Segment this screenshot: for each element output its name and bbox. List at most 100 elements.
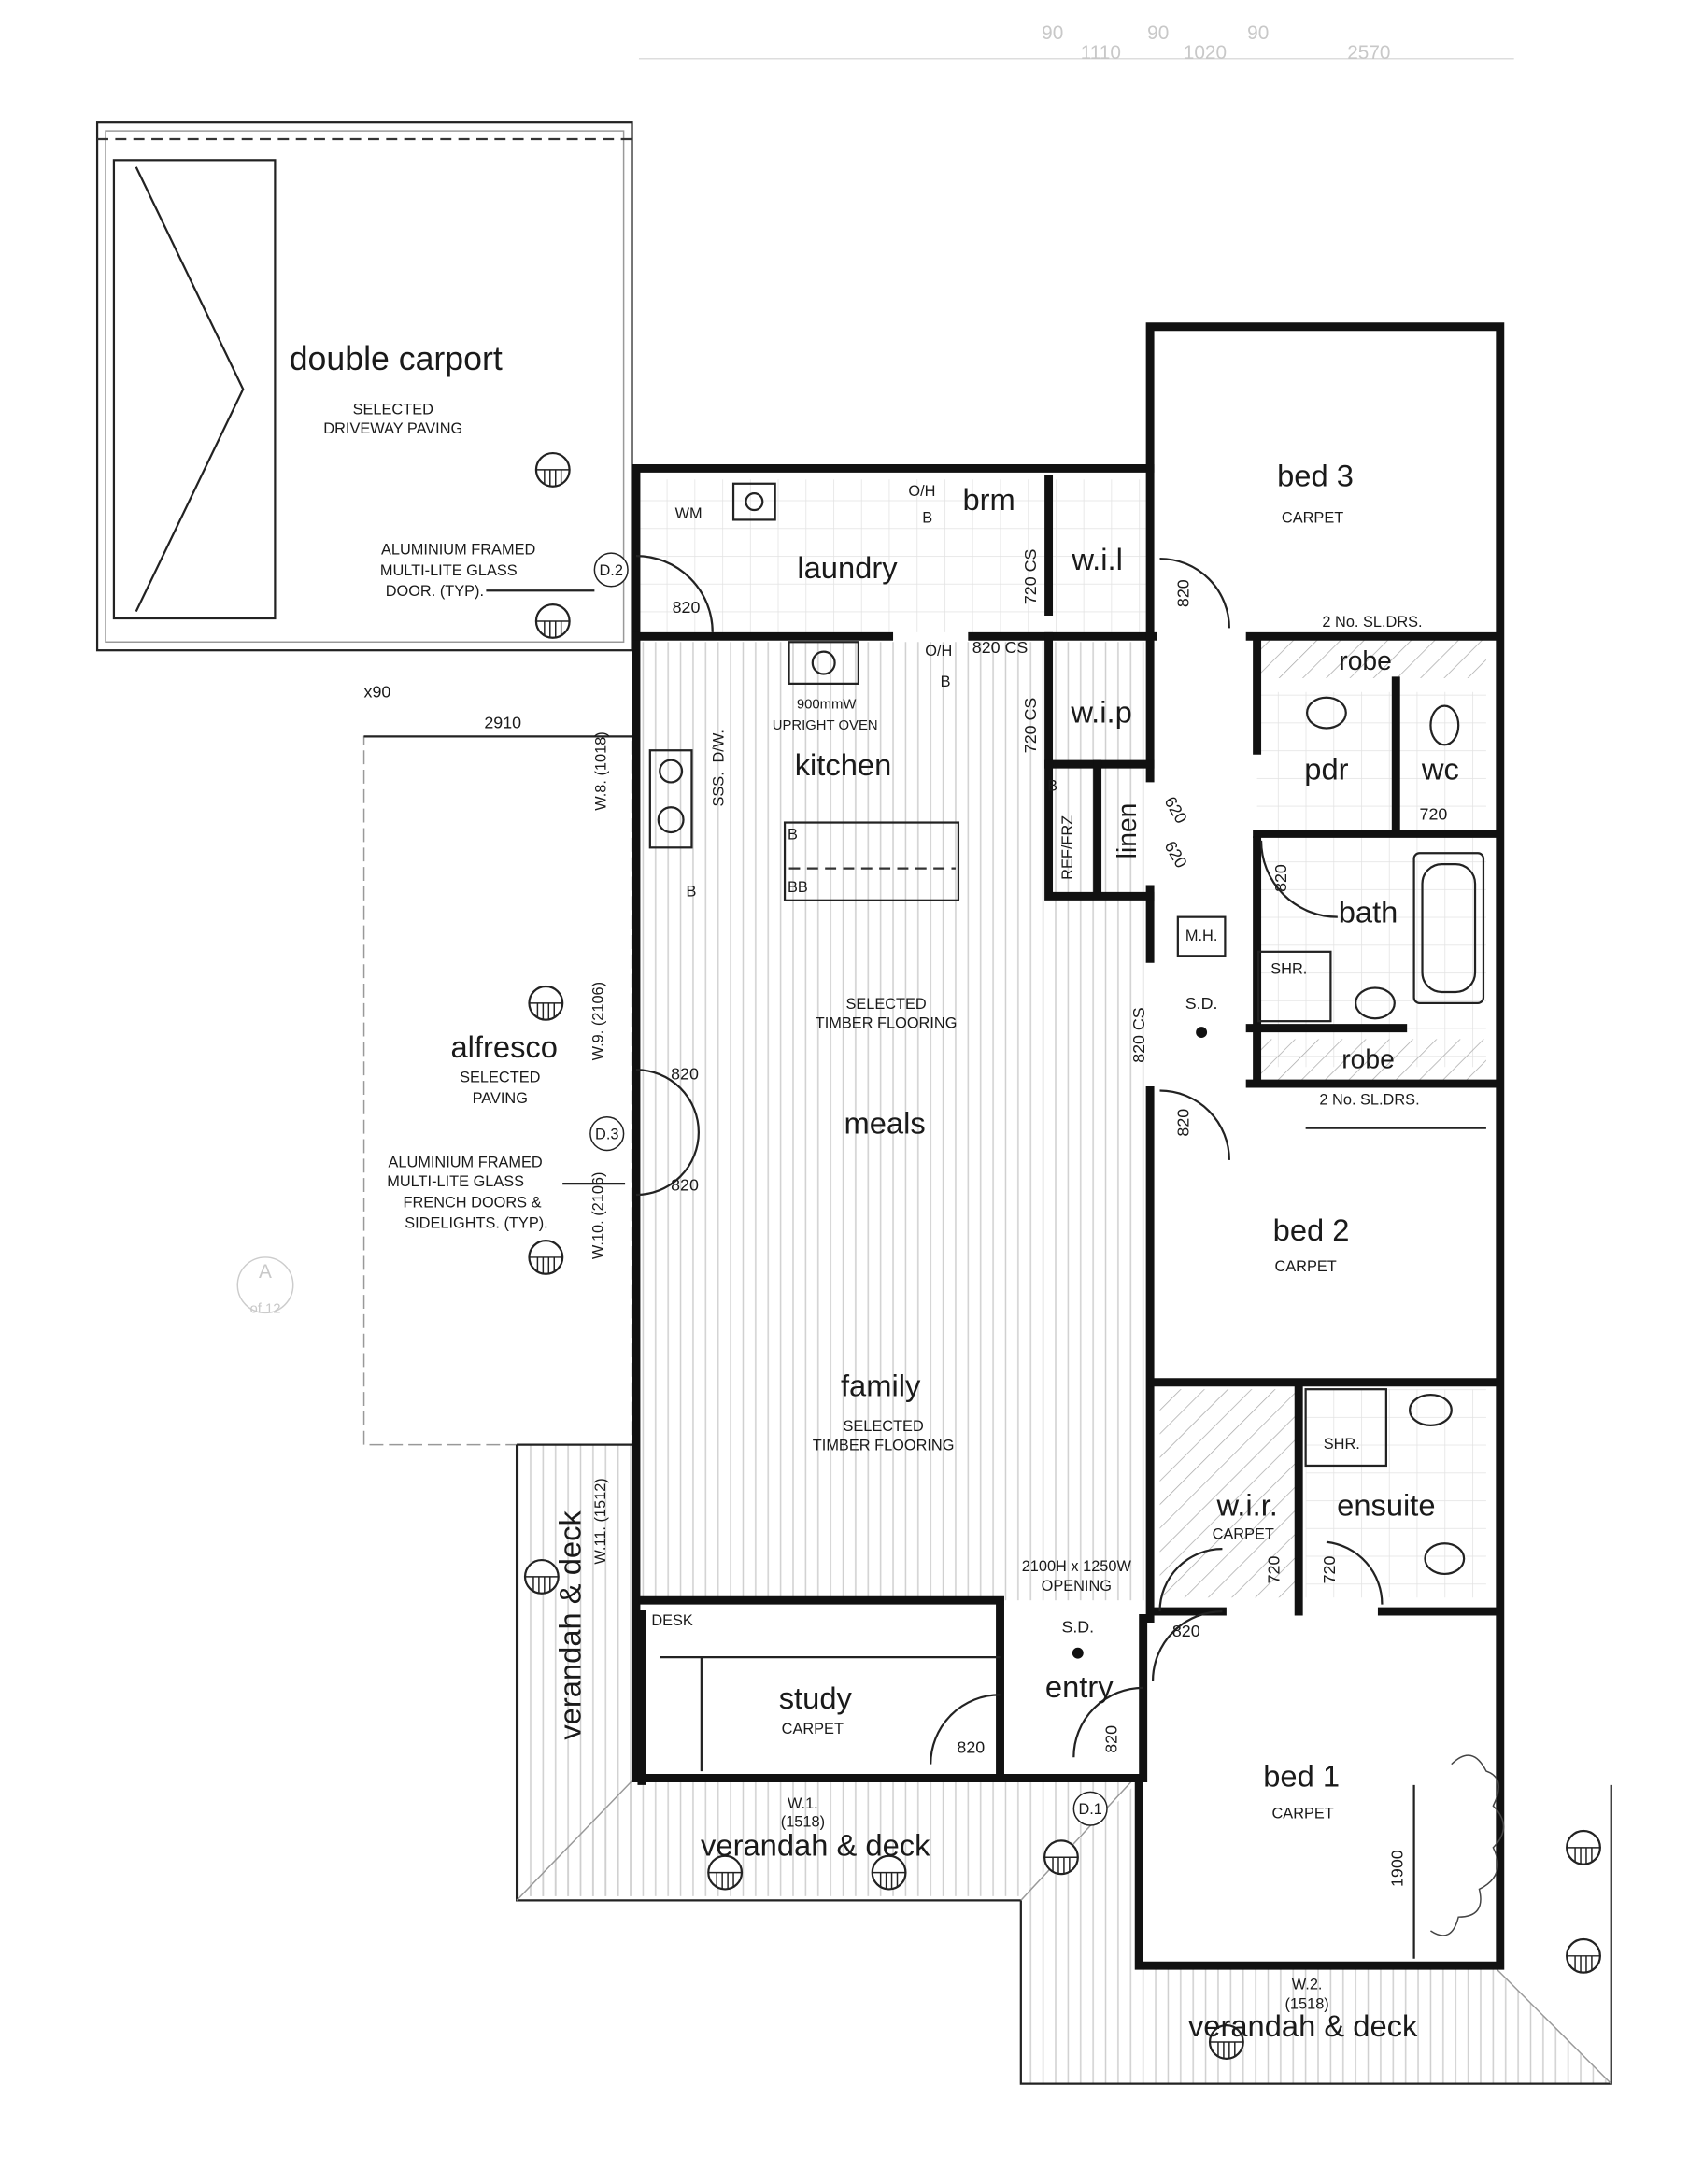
- label: B: [788, 826, 798, 843]
- light-icon: [528, 985, 564, 1021]
- door-size: 820: [1101, 1725, 1120, 1753]
- door-swings: [635, 554, 1384, 1765]
- dim-label: 1110: [1081, 42, 1121, 64]
- door-size: 820: [671, 1176, 699, 1195]
- kitchen-title: kitchen: [795, 747, 892, 782]
- window-label: W.8. (1018): [592, 731, 609, 810]
- fridge-label: REF/FRZ: [1059, 815, 1076, 880]
- door-tag-label: D.3: [595, 1127, 618, 1143]
- section-marker: A: [259, 1261, 272, 1283]
- verandah-east-title: verandah & deck: [1188, 2008, 1418, 2043]
- top-dimension-line: 90 1110 90 1020 90 2570: [638, 22, 1514, 64]
- door-size: 820: [673, 598, 701, 617]
- dim-label: 2570: [1347, 42, 1390, 64]
- wil-label: w.i.l: [1071, 542, 1123, 576]
- verandah-west-title: verandah & deck: [553, 1510, 588, 1740]
- bed3-title: bed 3: [1277, 459, 1354, 493]
- bed2-title: bed 2: [1273, 1213, 1350, 1247]
- window-label: W.2.: [1292, 1977, 1323, 1993]
- door-note: ALUMINIUM FRAMED: [381, 542, 535, 559]
- linen-label: linen: [1112, 803, 1142, 859]
- laundry-tiles: [635, 479, 1151, 632]
- walls: [632, 322, 1505, 1970]
- washing-machine-label: WM: [675, 505, 703, 522]
- label: B: [922, 509, 932, 526]
- label: BB: [788, 879, 808, 896]
- door-note: SIDELIGHTS. (TYP).: [405, 1215, 547, 1232]
- door-note: ALUMINIUM FRAMED: [388, 1154, 542, 1170]
- door-note: DOOR. (TYP).: [386, 583, 484, 600]
- dim-label: 820 CS: [972, 638, 1029, 657]
- carport: double carport SELECTED DRIVEWAY PAVING: [95, 121, 633, 652]
- bath-title: bath: [1339, 895, 1398, 929]
- door-tag-label: D.1: [1078, 1801, 1101, 1818]
- robe-label: robe: [1339, 645, 1392, 675]
- door-size: 820: [957, 1738, 985, 1757]
- window-label: W.9. (2106): [589, 982, 606, 1060]
- section-sheet: of 12: [249, 1301, 280, 1316]
- door-size: 620: [1161, 793, 1191, 827]
- light-icon: [534, 451, 571, 488]
- pdr-title: pdr: [1304, 751, 1348, 786]
- bed1-title: bed 1: [1263, 1758, 1340, 1793]
- dim-label: 720 CS: [1021, 698, 1040, 754]
- wc-title: wc: [1421, 751, 1459, 786]
- window-label: W.11. (1512): [592, 1478, 609, 1564]
- wir-title: w.i.r.: [1215, 1487, 1277, 1522]
- dim-label: 720 CS: [1021, 549, 1040, 605]
- window-label: (1518): [781, 1814, 825, 1831]
- door-size: 720: [1320, 1556, 1339, 1584]
- dim-label: 90: [1042, 22, 1063, 44]
- label: B: [1047, 777, 1057, 794]
- smoke-detector-label: S.D.: [1061, 1617, 1094, 1636]
- dim-label: 820 CS: [1129, 1007, 1148, 1063]
- dishwasher-label: D/W.: [711, 730, 728, 762]
- light-icon: [1043, 1839, 1079, 1876]
- alfresco-note: PAVING: [473, 1090, 528, 1107]
- study-title: study: [779, 1681, 853, 1715]
- dim-label: x90: [364, 683, 391, 702]
- meals-title: meals: [844, 1106, 925, 1141]
- dim-label: 90: [1147, 22, 1169, 44]
- shrub-icon: [1430, 1754, 1505, 1936]
- label: O/H: [925, 643, 952, 659]
- light-icon: [1566, 1829, 1601, 1865]
- alfresco-note: SELECTED: [460, 1070, 540, 1086]
- study-floor: CARPET: [782, 1721, 844, 1737]
- door-tag-label: D.2: [599, 562, 622, 579]
- door-size: 720: [1264, 1556, 1283, 1584]
- shower-label: SHR.: [1324, 1436, 1360, 1453]
- east-deck-hatch: [1020, 1780, 1611, 2084]
- dim-label: 2910: [484, 713, 521, 731]
- ensuite-tiles: [1305, 1389, 1486, 1598]
- fixtures: [648, 482, 1485, 1659]
- oven-note: UPRIGHT OVEN: [773, 718, 878, 733]
- label: SSS.: [711, 772, 728, 806]
- alfresco-title: alfresco: [450, 1029, 558, 1064]
- carport-note: DRIVEWAY PAVING: [323, 420, 462, 437]
- floor-note: TIMBER FLOORING: [816, 1015, 958, 1032]
- sliding-doors-note: 2 No. SL.DRS.: [1322, 614, 1422, 631]
- opening-note: OPENING: [1042, 1578, 1112, 1595]
- robe-hatch: [1256, 1039, 1486, 1082]
- carport-title: double carport: [290, 340, 503, 377]
- bed3-floor: CARPET: [1282, 509, 1343, 526]
- oven-note: 900mmW: [797, 698, 857, 713]
- door-note: MULTI-LITE GLASS: [380, 562, 518, 579]
- dim-label: 1900: [1388, 1850, 1407, 1887]
- south-deck-hatch: [517, 1780, 1132, 1896]
- desk-label: DESK: [651, 1612, 693, 1629]
- door-size: 720: [1420, 805, 1448, 824]
- door-size: 820: [1172, 1622, 1200, 1640]
- door-size: 820: [1174, 1109, 1193, 1137]
- light-icon: [528, 1239, 564, 1275]
- light-icon: [534, 603, 571, 639]
- wip-label: w.i.p: [1070, 695, 1131, 730]
- alfresco: x90 2910 alfresco SELECTED PAVING ALUMIN…: [236, 683, 633, 1446]
- door-size: 820: [1271, 864, 1290, 892]
- dim-label: 1020: [1184, 42, 1227, 64]
- entry-title: entry: [1045, 1669, 1114, 1704]
- sliding-doors-note: 2 No. SL.DRS.: [1319, 1091, 1419, 1108]
- robe-hatch: [1256, 636, 1486, 678]
